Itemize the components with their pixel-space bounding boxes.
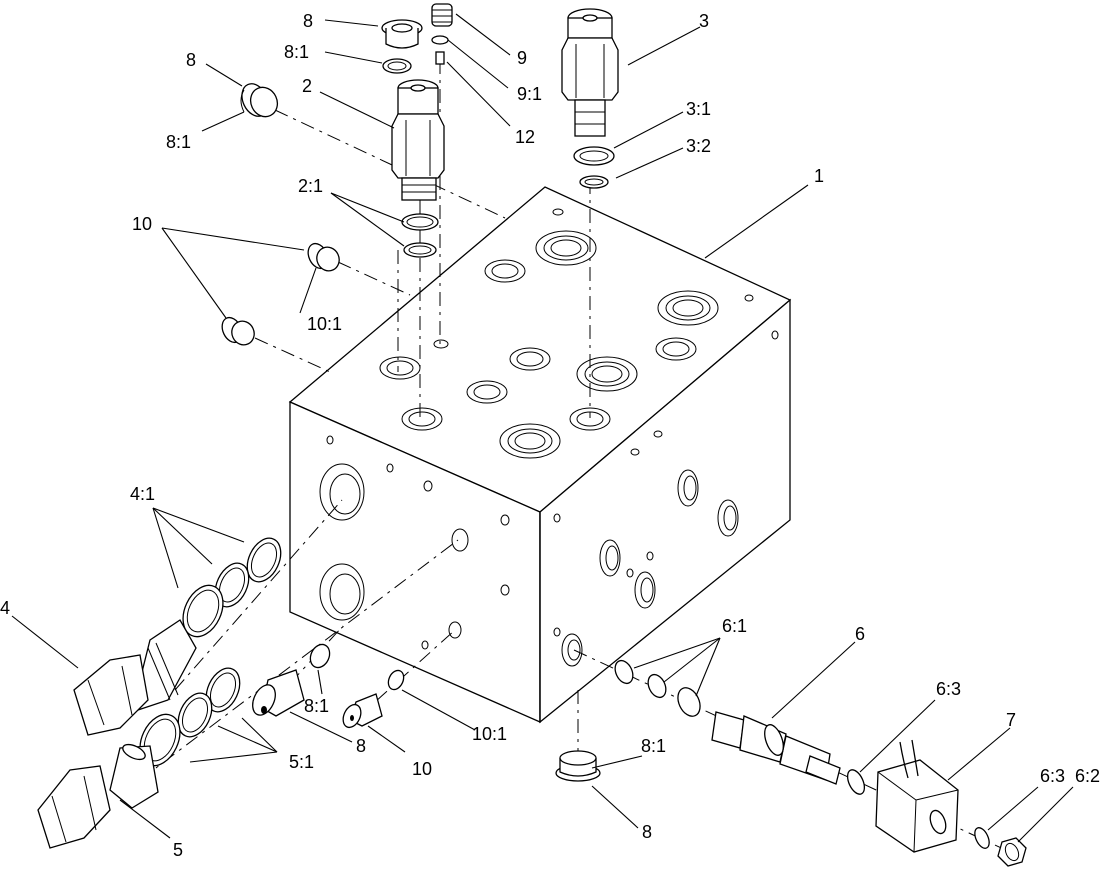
label-6-2: 6:2 (1075, 766, 1100, 786)
label-3-1: 3:1 (686, 99, 711, 119)
solenoid-coil-7 (875, 739, 959, 853)
label-8-bottom-center: 8 (356, 736, 366, 756)
label-10-1-left: 10:1 (307, 314, 342, 334)
label-2-1: 2:1 (298, 176, 323, 196)
label-10-left: 10 (132, 214, 152, 234)
label-2: 2 (302, 76, 312, 96)
label-3: 3 (699, 11, 709, 31)
o-rings-2-1 (401, 213, 439, 258)
front-face-ports (319, 435, 510, 650)
o-ring-8-1-top (382, 58, 412, 74)
label-6-3-b: 6:3 (1040, 766, 1065, 786)
label-8-bottom-right: 8 (642, 822, 652, 842)
label-8-1-left: 8:1 (166, 132, 191, 152)
plug-8-front (252, 669, 305, 717)
label-3-2: 3:2 (686, 136, 711, 156)
solenoid-cartridge-6 (711, 711, 841, 785)
o-rings-6-1 (614, 659, 701, 717)
o-rings-5-1 (139, 667, 241, 767)
o-ring-10-1-front (387, 669, 405, 691)
label-4: 4 (0, 598, 10, 618)
side-face-ports (553, 330, 779, 667)
orifice-12 (435, 51, 445, 65)
plug-10-upper (307, 242, 340, 272)
o-ring-9-1 (431, 35, 449, 45)
label-6: 6 (855, 624, 865, 644)
label-5-1: 5:1 (289, 752, 314, 772)
label-5: 5 (173, 840, 183, 860)
manifold-block (288, 186, 792, 724)
callout-labels: 1 2 2:1 3 3:1 3:2 4 4:1 5 5:1 6 6:1 6:2 … (0, 11, 1100, 860)
nut-6-2 (997, 837, 1027, 867)
o-ring-8-1-front (309, 643, 331, 669)
cartridge-valve-2 (391, 79, 445, 201)
label-9: 9 (517, 48, 527, 68)
label-10-1-bottom: 10:1 (472, 724, 507, 744)
label-6-3-a: 6:3 (936, 679, 961, 699)
label-4-1: 4:1 (130, 484, 155, 504)
o-ring-6-3-right (974, 827, 990, 849)
plug-10-front (342, 693, 383, 729)
label-9-1: 9:1 (517, 84, 542, 104)
top-face-ports (379, 208, 754, 459)
label-8-top: 8 (303, 11, 313, 31)
cartridge-valve-3 (561, 8, 619, 137)
label-8-1-top: 8:1 (284, 42, 309, 62)
label-7: 7 (1006, 710, 1016, 730)
plug-8-left (240, 83, 279, 118)
plug-9 (431, 3, 453, 27)
label-6-1: 6:1 (722, 616, 747, 636)
leader-lines (11, 13, 1074, 843)
o-ring-6-3-left (846, 769, 866, 795)
fitting-4 (73, 619, 197, 736)
o-rings-4-1 (182, 537, 282, 638)
label-10-bottom: 10 (412, 759, 432, 779)
label-1: 1 (814, 166, 824, 186)
label-8-left: 8 (186, 50, 196, 70)
plug-8-top (381, 19, 423, 49)
label-8-1-right: 8:1 (641, 736, 666, 756)
fitting-5 (37, 743, 159, 849)
plug-10-lower (221, 316, 255, 346)
label-8-1-bottom: 8:1 (304, 696, 329, 716)
plug-8-bottom (555, 750, 601, 782)
label-12: 12 (515, 127, 535, 147)
o-ring-3-2 (579, 175, 609, 189)
o-ring-3-1 (573, 146, 615, 166)
